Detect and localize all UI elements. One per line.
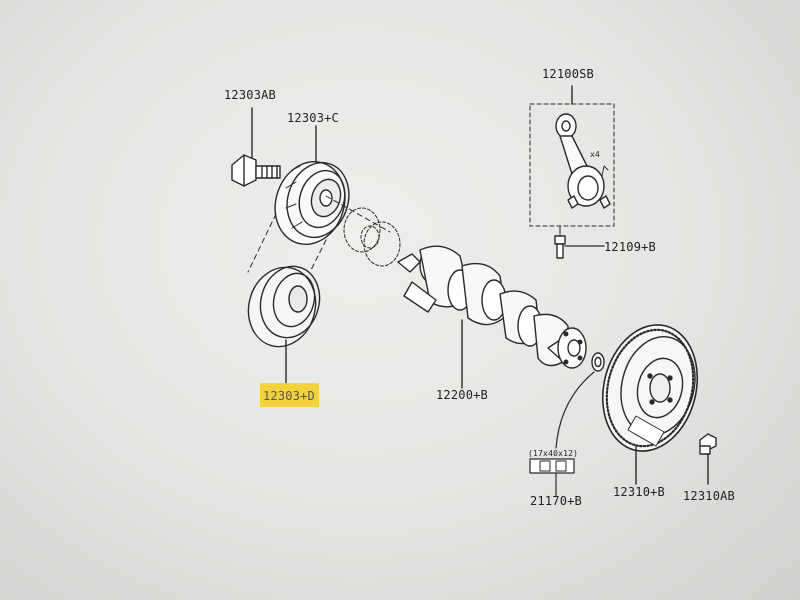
label-rod-bolt: 12109+B [604, 240, 656, 254]
pilot-bushing [529, 352, 605, 497]
label-pulley-lower: 12303+D [260, 383, 319, 407]
alignment-lines [247, 195, 391, 273]
flywheel-bolt [699, 433, 717, 485]
label-pulley-upper: 12303+C [287, 111, 339, 125]
crankshaft [397, 245, 587, 389]
label-pulley-bolt: 12303AB [224, 88, 276, 102]
label-flywheel: 12310+B [613, 485, 665, 499]
label-flywheel-bolt: 12310AB [683, 489, 735, 503]
connecting-rod [529, 85, 615, 227]
leader-bushing [555, 371, 595, 449]
label-bushing: 21170+B [530, 494, 582, 508]
pulley-bolt [231, 107, 281, 187]
label-rod-qty: x4 [590, 150, 601, 159]
label-bushing-dims: (17x40x12) [528, 449, 579, 458]
label-connecting-rod: 12100SB [542, 67, 594, 81]
pulley-lower [247, 265, 321, 389]
timing-sprocket [343, 207, 401, 267]
label-crankshaft: 12200+B [436, 388, 488, 402]
rod-bolt [554, 225, 605, 259]
flywheel [601, 324, 699, 485]
